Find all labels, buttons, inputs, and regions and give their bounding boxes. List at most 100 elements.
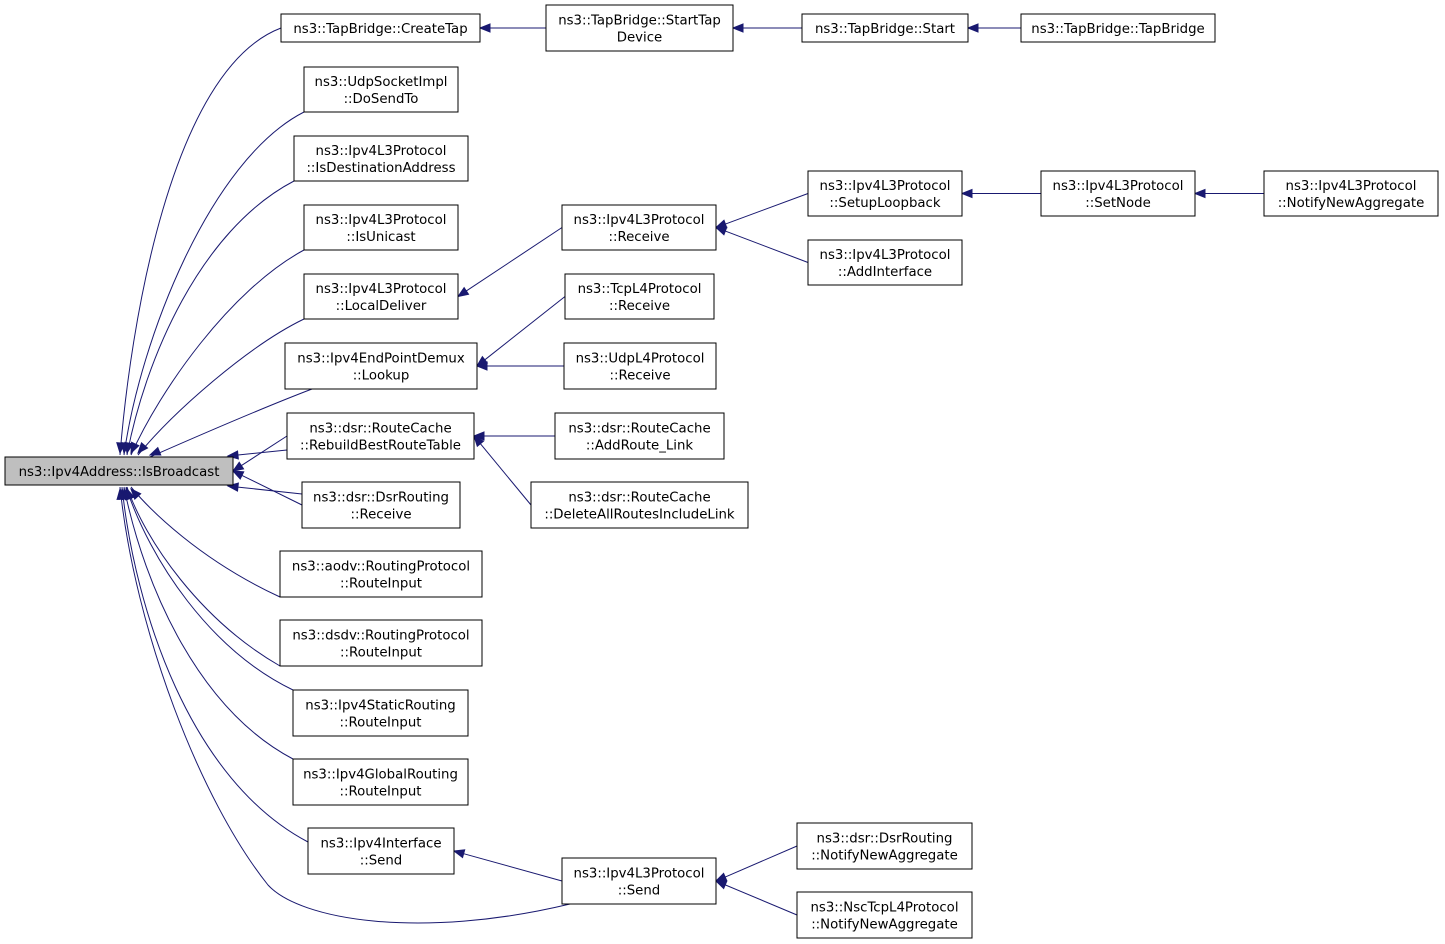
node-box xyxy=(279,619,483,667)
edge-rebuild-to-root xyxy=(226,449,288,460)
node-box xyxy=(292,758,469,806)
node-label-line-1: ns3::Ipv4Address::IsBroadcast xyxy=(19,465,220,480)
node-box xyxy=(801,13,969,43)
edge-l3send-to-ifsend xyxy=(452,849,563,882)
arrow-head-icon xyxy=(472,431,485,441)
edge-line xyxy=(241,474,303,506)
node-dsdv[interactable]: ns3::dsdv::RoutingProtocol::RouteInput xyxy=(279,619,483,667)
node-box xyxy=(545,4,734,52)
edge-lookup-to-root xyxy=(148,388,313,458)
node-box xyxy=(293,135,469,182)
node-label-line-1: ns3::Ipv4StaticRouting xyxy=(305,699,455,714)
node-label-line-1: ns3::Ipv4L3Protocol xyxy=(316,144,447,159)
edge-globalr-to-root xyxy=(121,486,294,760)
node-aodv[interactable]: ns3::aodv::RoutingProtocol::RouteInput xyxy=(279,550,483,598)
arrow-head-icon xyxy=(473,434,485,448)
node-globalr[interactable]: ns3::Ipv4GlobalRouting::RouteInput xyxy=(292,758,469,806)
node-label-line-2: ::NotifyNewAggregate xyxy=(811,849,958,864)
edge-line xyxy=(237,486,303,495)
node-label-line-1: ns3::Ipv4L3Protocol xyxy=(316,213,447,228)
node-box xyxy=(279,550,483,598)
node-dsrrecv[interactable]: ns3::dsr::DsrRouting::Receive xyxy=(301,481,461,529)
edge-line xyxy=(126,180,295,456)
node-setuploopback[interactable]: ns3::Ipv4L3Protocol::SetupLoopback xyxy=(807,170,963,217)
node-box xyxy=(1040,170,1196,217)
edge-dsrrecv-to-root xyxy=(226,482,303,495)
node-box xyxy=(561,857,717,905)
node-setnode[interactable]: ns3::Ipv4L3Protocol::SetNode xyxy=(1040,170,1196,217)
node-label-line-2: ::RouteInput xyxy=(340,716,422,731)
edge-udpsocket-to-root xyxy=(120,111,305,456)
node-udpsocket[interactable]: ns3::UdpSocketImpl::DoSendTo xyxy=(303,66,459,113)
edge-receive-to-localdeliver xyxy=(456,227,563,298)
node-box xyxy=(301,481,461,529)
arrow-head-icon xyxy=(966,23,979,33)
node-isdest[interactable]: ns3::Ipv4L3Protocol::IsDestinationAddres… xyxy=(293,135,469,182)
node-addroute[interactable]: ns3::dsr::RouteCache::AddRoute_Link xyxy=(554,412,725,460)
edge-line xyxy=(466,227,563,292)
node-isunicast[interactable]: ns3::Ipv4L3Protocol::IsUnicast xyxy=(303,204,459,251)
node-tcprecv[interactable]: ns3::TcpL4Protocol::Receive xyxy=(564,273,715,320)
node-label-line-1: ns3::aodv::RoutingProtocol xyxy=(292,560,470,575)
edge-line xyxy=(137,318,305,456)
node-box xyxy=(563,342,717,390)
node-label-line-1: ns3::dsr::RouteCache xyxy=(568,491,710,506)
node-box xyxy=(564,273,715,320)
edge-line xyxy=(149,388,313,458)
node-tapbridge[interactable]: ns3::TapBridge::TapBridge xyxy=(1020,13,1216,43)
node-notifyipv4[interactable]: ns3::Ipv4L3Protocol::NotifyNewAggregate xyxy=(1263,170,1439,217)
node-dsrnotify[interactable]: ns3::dsr::DsrRouting::NotifyNewAggregate xyxy=(796,822,973,870)
node-label-line-1: ns3::Ipv4L3Protocol xyxy=(574,213,705,228)
arrow-head-icon xyxy=(137,441,149,455)
node-nscnotify[interactable]: ns3::NscTcpL4Protocol::NotifyNewAggregat… xyxy=(796,891,973,939)
edge-tapbridge-to-start xyxy=(966,23,1021,33)
node-addinterface[interactable]: ns3::Ipv4L3Protocol::AddInterface xyxy=(807,239,963,286)
node-label-line-2: Device xyxy=(617,31,662,46)
node-start[interactable]: ns3::TapBridge::Start xyxy=(801,13,969,43)
edge-line xyxy=(130,249,305,456)
node-ifsend[interactable]: ns3::Ipv4Interface::Send xyxy=(307,827,455,875)
node-lookup[interactable]: ns3::Ipv4EndPointDemux::Lookup xyxy=(284,342,478,390)
node-receive[interactable]: ns3::Ipv4L3Protocol::Receive xyxy=(561,204,717,251)
edge-addroute-to-rebuild xyxy=(472,431,555,441)
edge-line xyxy=(725,193,809,225)
node-rebuild[interactable]: ns3::dsr::RouteCache::RebuildBestRouteTa… xyxy=(286,412,475,460)
node-label-line-2: ::RebuildBestRouteTable xyxy=(300,439,461,454)
node-label-line-1: ns3::TapBridge::Start xyxy=(815,22,955,37)
node-label-line-2: ::AddRoute_Link xyxy=(586,439,693,454)
arrow-head-icon xyxy=(456,286,470,298)
edge-udprecv-to-lookup xyxy=(475,361,564,371)
edge-line xyxy=(130,486,281,598)
node-box xyxy=(284,342,478,390)
node-box xyxy=(292,689,469,737)
node-label-line-1: ns3::dsr::RouteCache xyxy=(309,422,451,437)
node-label-line-2: ::AddInterface xyxy=(838,265,932,280)
node-createtap[interactable]: ns3::TapBridge::CreateTap xyxy=(280,13,481,43)
node-staticr[interactable]: ns3::Ipv4StaticRouting::RouteInput xyxy=(292,689,469,737)
edge-line xyxy=(479,443,532,506)
arrow-head-icon xyxy=(714,226,728,236)
node-localdeliver[interactable]: ns3::Ipv4L3Protocol::LocalDeliver xyxy=(303,273,459,320)
edge-line xyxy=(119,27,282,456)
node-label-line-2: ::DeleteAllRoutesIncludeLink xyxy=(544,508,735,523)
node-label-line-2: ::Lookup xyxy=(353,369,410,384)
node-box xyxy=(303,273,459,320)
node-label-line-1: ns3::Ipv4L3Protocol xyxy=(820,179,951,194)
edge-addinterface-to-receive xyxy=(714,226,809,263)
node-l3send[interactable]: ns3::Ipv4L3Protocol::Send xyxy=(561,857,717,905)
node-label-line-2: ::RouteInput xyxy=(340,646,422,661)
node-label-line-2: ::Send xyxy=(618,884,660,899)
node-label-line-2: ::Receive xyxy=(609,299,670,314)
node-udprecv[interactable]: ns3::UdpL4Protocol::Receive xyxy=(563,342,717,390)
node-box xyxy=(303,66,459,113)
node-label-line-2: ::Receive xyxy=(350,508,411,523)
node-label-line-1: ns3::UdpSocketImpl xyxy=(315,75,448,90)
node-label-line-2: ::Send xyxy=(360,854,402,869)
node-box xyxy=(796,891,973,939)
edge-line xyxy=(119,486,571,924)
node-label-line-1: ns3::Ipv4L3Protocol xyxy=(820,248,951,263)
edge-starttapdevice-to-createtap xyxy=(478,23,546,33)
node-deleteall[interactable]: ns3::dsr::RouteCache::DeleteAllRoutesInc… xyxy=(530,481,749,529)
node-label-line-1: ns3::Ipv4L3Protocol xyxy=(1286,179,1417,194)
